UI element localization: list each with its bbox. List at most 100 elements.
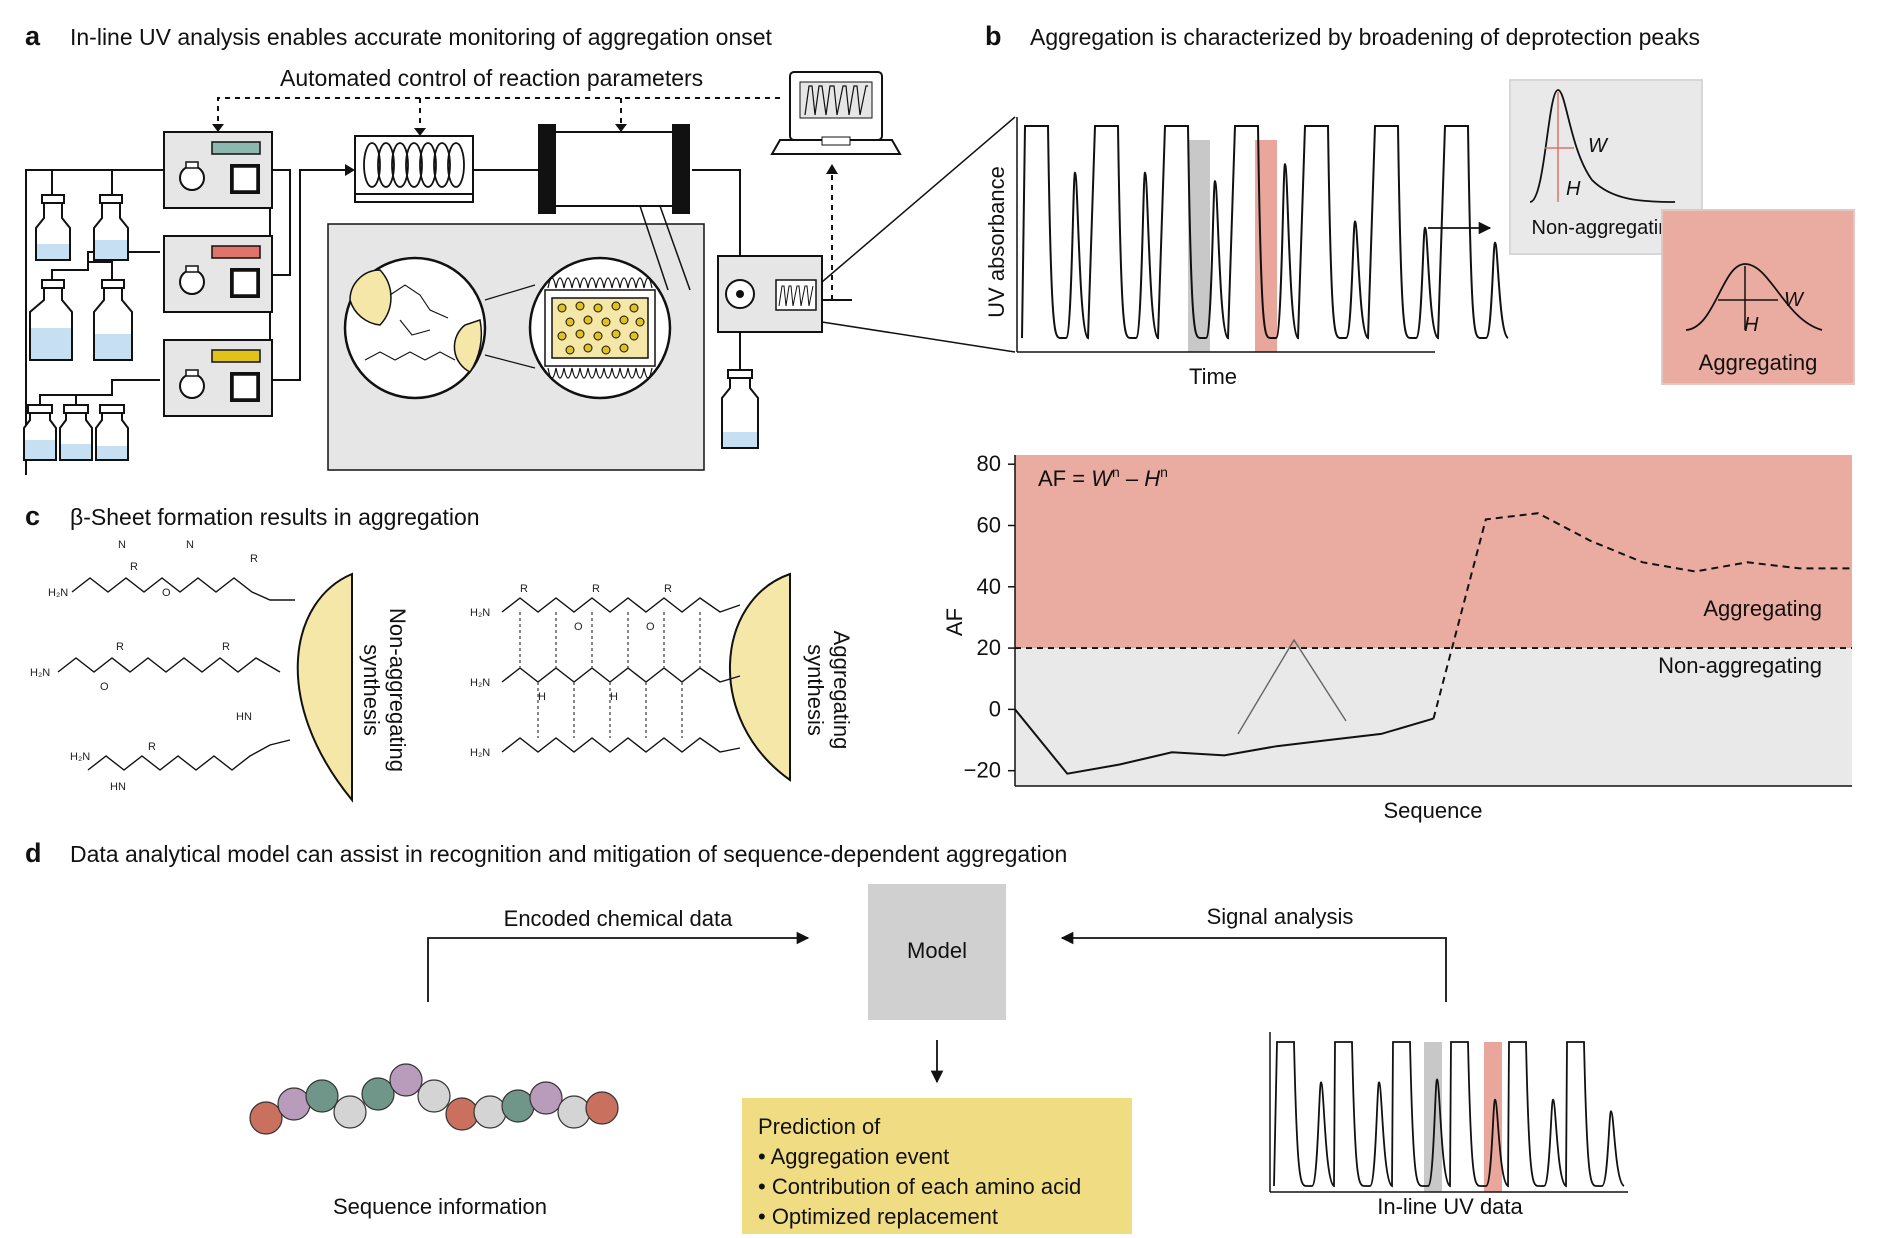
af-ylabel: AF <box>942 608 967 636</box>
sequence-bead <box>501 1089 535 1123</box>
heating-coil <box>354 135 474 203</box>
sequence-beads <box>249 1063 619 1135</box>
svg-text:R: R <box>222 641 230 653</box>
label-nonagg-synthesis-2: synthesis <box>359 644 384 736</box>
svg-text:R: R <box>116 641 124 653</box>
panel-d-title: Data analytical model can assist in reco… <box>70 841 1067 867</box>
inset-agg-w: W <box>1784 289 1805 311</box>
inset-agg-label: Aggregating <box>1699 350 1818 375</box>
sequence-bead <box>361 1077 395 1111</box>
laptop-icon <box>770 71 902 155</box>
svg-text:H₂N: H₂N <box>470 677 490 689</box>
highlight-gray <box>1188 140 1210 352</box>
af-aggregating-zone <box>1015 455 1852 649</box>
inset-agg-h: H <box>1744 314 1759 336</box>
sequence-bead <box>529 1081 563 1115</box>
sequence-label: Sequence information <box>333 1194 547 1219</box>
control-label: Automated control of reaction parameters <box>280 65 703 91</box>
highlight-red <box>1255 140 1277 352</box>
uv-data-label: In-line UV data <box>1377 1194 1523 1219</box>
control-lines <box>217 97 833 300</box>
svg-text:N: N <box>118 539 126 551</box>
panel-a-letter: a <box>25 21 41 51</box>
svg-text:H: H <box>610 691 618 703</box>
reactor-column <box>538 124 690 214</box>
af-zone-agg-label: Aggregating <box>1703 596 1822 621</box>
prediction-item-2: • Contribution of each amino acid <box>758 1174 1081 1199</box>
uv-trace <box>1021 125 1509 340</box>
af-ytick-label: −20 <box>964 758 1001 783</box>
af-triangle-outline <box>1237 638 1347 735</box>
model-label: Model <box>907 938 967 963</box>
panel-c-title: β-Sheet formation results in aggregation <box>70 504 480 530</box>
sequence-bead <box>277 1087 311 1121</box>
af-ytick-label: 40 <box>977 574 1001 599</box>
svg-text:H₂N: H₂N <box>70 751 90 763</box>
svg-text:R: R <box>520 583 528 595</box>
svg-text:O: O <box>162 587 171 599</box>
svg-text:H: H <box>538 691 546 703</box>
svg-text:HN: HN <box>236 711 252 723</box>
panel-b-title: Aggregation is characterized by broadeni… <box>1030 24 1700 50</box>
sequence-bead <box>333 1095 367 1129</box>
svg-text:O: O <box>100 681 109 693</box>
peptide-chains-left <box>57 577 295 771</box>
label-nonagg-synthesis-1: Non-aggregating <box>385 608 410 772</box>
uv-xlabel: Time <box>1189 364 1237 389</box>
sequence-bead <box>585 1091 619 1125</box>
panel-b-letter: b <box>985 21 1002 51</box>
prediction-title: Prediction of <box>758 1114 881 1139</box>
sequence-bead <box>473 1095 507 1129</box>
prediction-box <box>742 1098 1132 1234</box>
model-box <box>868 884 1006 1020</box>
inset-non-label: Non-aggregating <box>1532 217 1681 239</box>
af-ytick-label: 60 <box>977 512 1001 537</box>
svg-text:HN: HN <box>110 781 126 793</box>
label-agg-synthesis-2: synthesis <box>803 644 828 736</box>
panel-a-title: In-line UV analysis enables accurate mon… <box>70 24 773 50</box>
svg-text:H₂N: H₂N <box>470 607 490 619</box>
af-ytick-label: 80 <box>977 451 1001 476</box>
svg-text:R: R <box>130 561 138 573</box>
chem-labels: H₂N H₂N H₂N H₂N H₂N H₂N R R R R R R R R … <box>30 539 672 793</box>
signal-label: Signal analysis <box>1207 904 1354 929</box>
reagent-bottles <box>23 194 759 461</box>
svg-text:R: R <box>148 741 156 753</box>
filter-zoom-circle <box>528 256 672 400</box>
svg-text:H₂N: H₂N <box>48 587 68 599</box>
uv-detector <box>717 255 823 333</box>
af-line-dashed <box>1432 512 1852 719</box>
svg-text:O: O <box>574 621 583 633</box>
svg-text:O: O <box>646 621 655 633</box>
af-line-solid <box>1014 708 1434 775</box>
resin-bead-right <box>729 572 791 782</box>
uv-ylabel: UV absorbance <box>984 166 1009 318</box>
svg-text:N: N <box>186 539 194 551</box>
af-ytick-label: 20 <box>977 635 1001 660</box>
inset-non-h: H <box>1566 178 1581 200</box>
sequence-bead <box>417 1079 451 1113</box>
label-agg-synthesis-1: Aggregating <box>829 631 854 750</box>
prediction-item-3: • Optimized replacement <box>758 1204 998 1229</box>
inset-aggregating: W H Aggregating <box>1661 209 1855 385</box>
svg-text:H₂N: H₂N <box>470 747 490 759</box>
af-ytick-label: 0 <box>989 696 1001 721</box>
sequence-bead <box>557 1095 591 1129</box>
sequence-bead <box>249 1101 283 1135</box>
svg-text:H₂N: H₂N <box>30 667 50 679</box>
d-highlight-gray <box>1424 1042 1442 1192</box>
arrow-signal <box>1060 931 1447 1002</box>
resin-bead-left <box>296 572 353 803</box>
inset-non-w: W <box>1588 135 1609 157</box>
panel-d-letter: d <box>25 838 42 868</box>
peptide-chains-right <box>501 597 741 753</box>
af-xlabel: Sequence <box>1383 798 1482 823</box>
d-uv-trace <box>1273 1041 1625 1188</box>
svg-text:R: R <box>250 553 258 565</box>
arrow-encoded <box>427 931 810 1002</box>
sequence-bead <box>445 1097 479 1131</box>
svg-text:R: R <box>664 583 672 595</box>
svg-text:R: R <box>592 583 600 595</box>
